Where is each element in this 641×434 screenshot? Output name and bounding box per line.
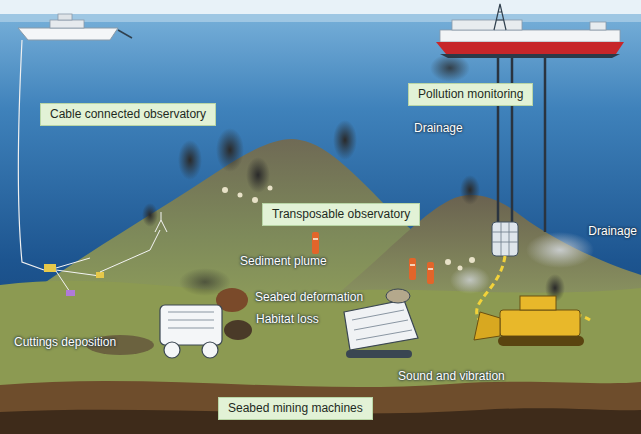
box-text: Cable connected observatory bbox=[50, 107, 206, 122]
annotation-label: Sediment plume bbox=[240, 254, 327, 269]
annotation-label: Drainage bbox=[414, 121, 463, 136]
habitat-loss bbox=[224, 320, 252, 340]
seafloor bbox=[0, 281, 641, 434]
label-box: Pollution monitoring bbox=[408, 83, 533, 106]
sky bbox=[0, 0, 641, 14]
annotation-label: Cuttings deposition bbox=[14, 335, 116, 350]
box-text: Pollution monitoring bbox=[418, 87, 523, 102]
annotation-label: Sound and vibration bbox=[398, 369, 505, 384]
annotation-label: Seabed deformation bbox=[255, 290, 363, 305]
hydrothermal-smoke bbox=[142, 120, 565, 302]
annotation-label: Drainage bbox=[588, 224, 637, 239]
label-box: Cable connected observatory bbox=[40, 103, 216, 126]
drainage-plume bbox=[526, 232, 594, 268]
bulldozer bbox=[474, 296, 584, 346]
annotation-label: Habitat loss bbox=[256, 312, 319, 327]
label-box: Transposable observatory bbox=[262, 203, 420, 226]
survey-ship bbox=[18, 14, 132, 40]
sediment-layer bbox=[0, 381, 641, 434]
drainage-plume bbox=[430, 54, 470, 82]
seafloor-observatory bbox=[44, 212, 167, 296]
drainage-plume bbox=[450, 266, 490, 294]
lift-tank bbox=[492, 222, 518, 256]
box-text: Seabed mining machines bbox=[228, 401, 363, 416]
observatory-cable bbox=[18, 40, 44, 270]
sea-surface bbox=[0, 14, 641, 22]
box-text: Transposable observatory bbox=[272, 207, 410, 222]
mining-ship bbox=[436, 4, 624, 58]
label-box: Seabed mining machines bbox=[218, 397, 373, 420]
mineral-deposit bbox=[222, 186, 475, 271]
mining-machine bbox=[160, 305, 222, 358]
sediment-plume bbox=[179, 268, 231, 296]
transposable-observatory bbox=[312, 232, 434, 284]
